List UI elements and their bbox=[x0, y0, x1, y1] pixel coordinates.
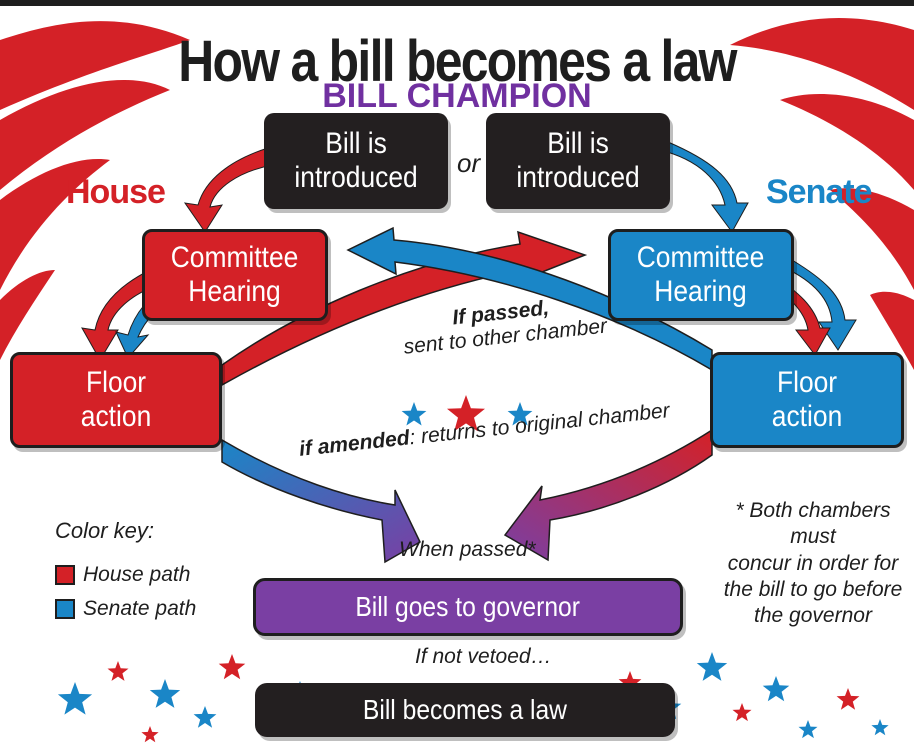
house-bill-introduced-box: Bill is introduced bbox=[264, 113, 448, 209]
blue-star-icon bbox=[696, 652, 728, 681]
color-key-title: Color key: bbox=[55, 518, 155, 543]
senate-floor-action-label: Floor action bbox=[771, 366, 843, 433]
red-star-icon bbox=[447, 395, 485, 432]
red-star-icon bbox=[218, 654, 246, 680]
house-committee-hearing-label: Committee Hearing bbox=[171, 241, 299, 308]
senate-to-governor-arrow bbox=[503, 428, 713, 562]
blue-star-icon bbox=[193, 706, 217, 728]
house-bill-introduced-label: Bill is introduced bbox=[294, 127, 418, 194]
page-title: How a bill becomes a law bbox=[178, 29, 737, 94]
house-intro-to-committee-arrow bbox=[183, 147, 273, 233]
red-star-icon bbox=[141, 726, 159, 743]
senate-swatch bbox=[55, 599, 75, 619]
senate-floor-action-box: Floor action bbox=[710, 352, 904, 448]
red-star-icon bbox=[836, 688, 860, 710]
color-key-senate-label: Senate path bbox=[83, 597, 197, 620]
left-flag-swoosh bbox=[0, 21, 190, 360]
when-passed-caption: When passed* bbox=[399, 538, 536, 561]
color-key-senate-row: Senate path bbox=[55, 597, 196, 621]
house-swatch bbox=[55, 565, 75, 585]
blue-star-icon bbox=[871, 719, 889, 736]
if-not-vetoed-caption: If not vetoed… bbox=[415, 645, 552, 668]
red-star-icon bbox=[107, 661, 129, 681]
senate-committee-to-floor-arrow bbox=[784, 259, 857, 351]
house-floor-action-label: Floor action bbox=[80, 366, 152, 433]
color-key-house-row: House path bbox=[55, 563, 190, 587]
red-star-icon bbox=[618, 671, 642, 693]
or-label: or bbox=[457, 148, 481, 178]
house-to-governor-arrow bbox=[221, 438, 421, 564]
senate-committee-hearing-label: Committee Hearing bbox=[637, 241, 765, 308]
bill-goes-to-governor-box: Bill goes to governor bbox=[253, 578, 683, 636]
bill-goes-to-governor-label: Bill goes to governor bbox=[355, 591, 581, 623]
blue-star-icon bbox=[507, 402, 533, 426]
senate-label: Senate bbox=[766, 173, 872, 211]
top-border bbox=[0, 0, 914, 6]
color-key-house-label: House path bbox=[83, 563, 191, 586]
blue-star-icon bbox=[57, 682, 93, 715]
house-floor-action-box: Floor action bbox=[10, 352, 222, 448]
blue-star-icon bbox=[798, 720, 818, 739]
concur-footnote: * Both chambers must concur in order for… bbox=[723, 499, 903, 627]
blue-star-icon bbox=[762, 676, 790, 702]
house-label: House bbox=[66, 173, 166, 211]
red-star-icon bbox=[732, 703, 752, 722]
senate-bill-introduced-box: Bill is introduced bbox=[486, 113, 670, 209]
blue-star-icon bbox=[149, 679, 181, 708]
bill-becomes-law-box: Bill becomes a law bbox=[255, 683, 675, 737]
blue-star-icon bbox=[401, 402, 427, 426]
senate-intro-to-committee-arrow bbox=[659, 141, 749, 233]
house-committee-hearing-box: Committee Hearing bbox=[142, 229, 328, 321]
senate-committee-hearing-box: Committee Hearing bbox=[608, 229, 794, 321]
page-subtitle: BILL CHAMPION bbox=[322, 77, 592, 115]
right-flag-swoosh bbox=[730, 18, 914, 370]
bill-becomes-law-label: Bill becomes a law bbox=[362, 694, 568, 726]
senate-bill-introduced-label: Bill is introduced bbox=[516, 127, 640, 194]
